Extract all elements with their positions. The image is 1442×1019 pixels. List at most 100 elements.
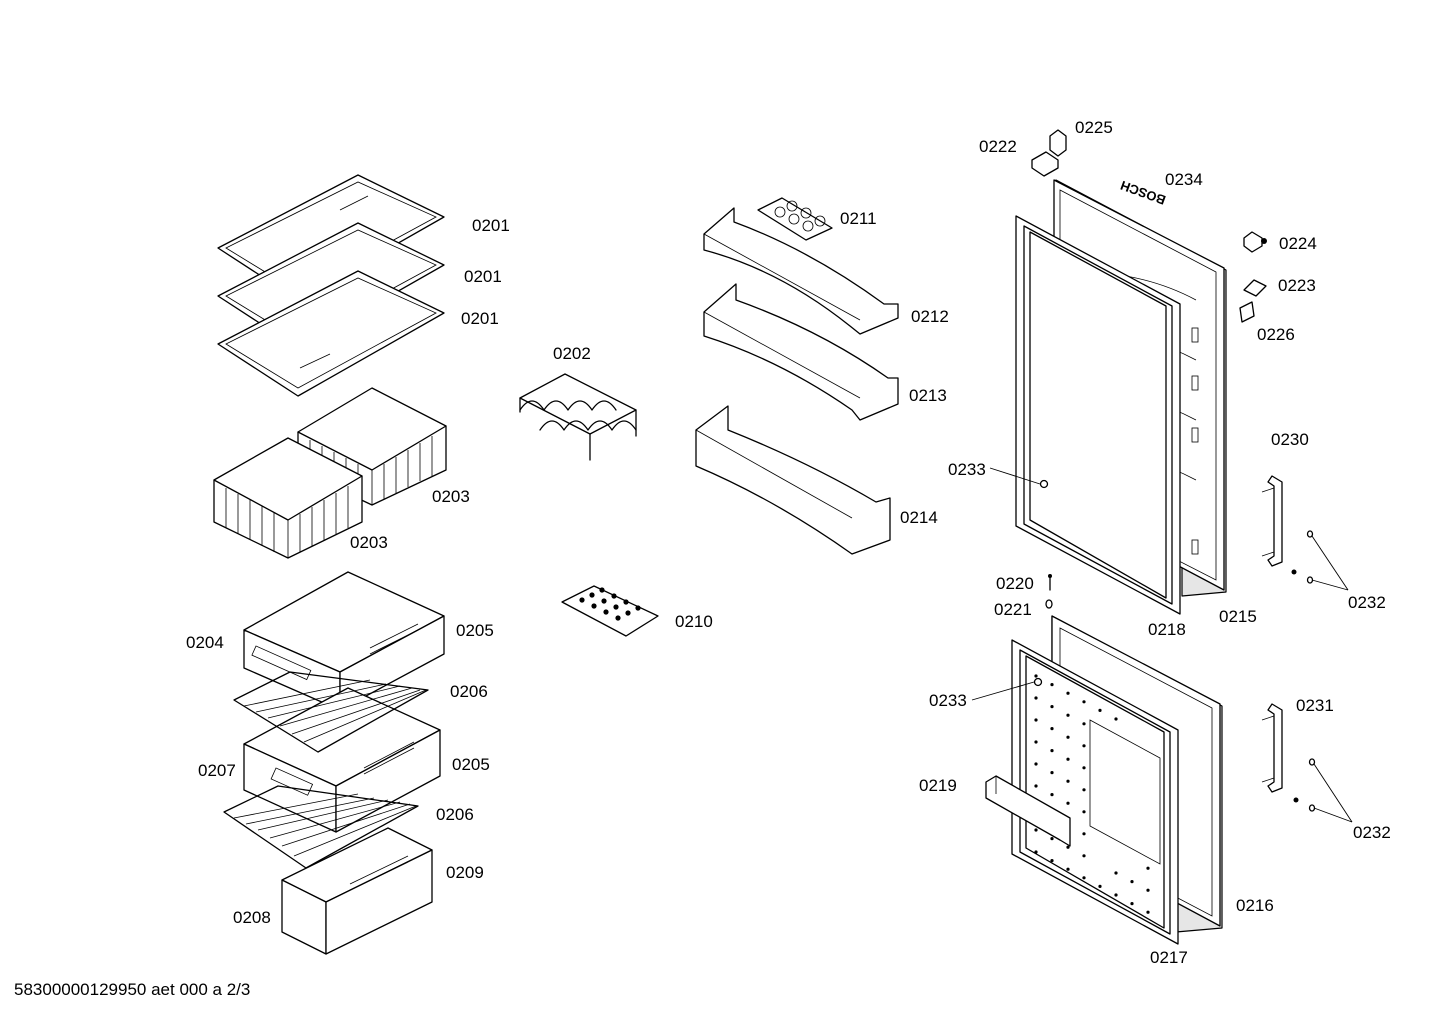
label-0224: 0224 (1279, 234, 1317, 253)
liner-dot (1034, 718, 1038, 722)
liner-dot (1082, 876, 1086, 880)
label-0201-c: 0201 (461, 309, 499, 328)
liner-dot (1050, 859, 1054, 863)
document-id: 58300000129950 aet 000 a 2/3 (14, 980, 251, 999)
liner-dot (1066, 757, 1070, 761)
liner-dot (1034, 696, 1038, 700)
liner-dot (1082, 766, 1086, 770)
liner-dot (1050, 749, 1054, 753)
egg-tray-0211 (757, 197, 833, 241)
liner-dot (1130, 880, 1134, 884)
label-0234: 0234 (1165, 170, 1203, 189)
label-0209: 0209 (446, 863, 484, 882)
label-0203-b: 0203 (350, 533, 388, 552)
wire-grid-0206-upper (233, 671, 429, 753)
label-0208: 0208 (233, 908, 271, 927)
label-0221: 0221 (994, 600, 1032, 619)
liner-dot (1050, 771, 1054, 775)
liner-dot (1098, 884, 1102, 889)
drawer-0205-upper (243, 571, 445, 711)
hinge-0225 (1049, 129, 1067, 157)
label-0201-a: 0201 (472, 216, 510, 235)
liner-dot (1034, 850, 1038, 854)
liner-dot (1146, 888, 1150, 892)
screws-0232-lower (1293, 758, 1316, 812)
liner-dot (1082, 722, 1086, 726)
label-0232-b: 0232 (1353, 823, 1391, 842)
liner-dot (1066, 691, 1070, 695)
liner-dot (1050, 727, 1054, 731)
label-0216: 0216 (1236, 896, 1274, 915)
bosch-logo: BOSCH (1118, 178, 1167, 208)
label-0202: 0202 (553, 344, 591, 363)
liner-dot (1098, 708, 1102, 713)
bottle-rack-0202 (519, 373, 637, 461)
svg-text:BOSCH: BOSCH (1118, 178, 1167, 208)
hinge-0224 (1243, 231, 1267, 253)
label-0222: 0222 (979, 137, 1017, 156)
liner-dot (1146, 910, 1150, 914)
cover-0226 (1239, 301, 1255, 323)
liner-dot (1066, 779, 1070, 783)
label-0233-a: 0233 (948, 460, 986, 479)
label-0223: 0223 (1278, 276, 1316, 295)
label-0232-a: 0232 (1348, 593, 1386, 612)
liner-dot (1050, 683, 1054, 687)
door-handle-0219 (985, 775, 1071, 847)
label-0212: 0212 (911, 307, 949, 326)
label-0217: 0217 (1150, 948, 1188, 967)
label-0210: 0210 (675, 612, 713, 631)
liner-dot (1130, 902, 1134, 906)
door-shelf-0212 (703, 207, 899, 335)
label-0211: 0211 (840, 209, 877, 228)
screw-0233-upper (1039, 479, 1049, 489)
liner-dot (1034, 828, 1038, 832)
hinge-cover-0222 (1031, 151, 1059, 177)
liner-dot (1034, 740, 1038, 744)
label-0220: 0220 (996, 574, 1034, 593)
liner-dot (1082, 700, 1086, 704)
label-0226: 0226 (1257, 325, 1295, 344)
door-shelf-0214 (695, 405, 891, 555)
part-labels: 0201 0201 0201 0202 0203 0203 0204 0205 … (186, 118, 1391, 967)
label-0204: 0204 (186, 633, 224, 652)
label-0205-a: 0205 (456, 621, 494, 640)
pin-0220 (1048, 574, 1052, 591)
liner-dot (1146, 866, 1150, 870)
liner-dot (1066, 867, 1070, 871)
label-0205-b: 0205 (452, 755, 490, 774)
cover-0223 (1243, 279, 1267, 297)
wire-grid-0206-lower (223, 785, 419, 869)
label-0203-a: 0203 (432, 487, 470, 506)
drawer-0209 (281, 827, 433, 955)
label-0201-b: 0201 (464, 267, 502, 286)
screw-0233-lower (1033, 677, 1043, 687)
liner-dot (1034, 674, 1038, 678)
label-0230: 0230 (1271, 430, 1309, 449)
liner-dot (1066, 713, 1070, 717)
ice-tray-0210 (561, 585, 659, 637)
label-0206-b: 0206 (436, 805, 474, 824)
label-0215: 0215 (1219, 607, 1257, 626)
label-0214: 0214 (900, 508, 938, 527)
glass-shelf-0201-bottom (217, 270, 445, 397)
liner-dot (1050, 837, 1054, 841)
liner-dot (1066, 801, 1070, 805)
liner-dot (1082, 810, 1086, 814)
liner-dot (1114, 871, 1118, 875)
label-0225: 0225 (1075, 118, 1113, 137)
liner-dot (1066, 735, 1070, 739)
screws-0232-upper (1291, 530, 1314, 584)
liner-dot (1066, 845, 1070, 849)
label-0213: 0213 (909, 386, 947, 405)
label-0206-a: 0206 (450, 682, 488, 701)
liner-dot (1034, 784, 1038, 788)
liner-dot (1082, 854, 1086, 858)
upper-gasket-0218 (1015, 215, 1181, 615)
door-shelf-0213 (703, 283, 899, 421)
wire-basket-0203-front (213, 437, 363, 559)
liner-dot (1082, 788, 1086, 792)
label-0218: 0218 (1148, 620, 1186, 639)
liner-dot (1034, 762, 1038, 766)
label-0207: 0207 (198, 761, 236, 780)
